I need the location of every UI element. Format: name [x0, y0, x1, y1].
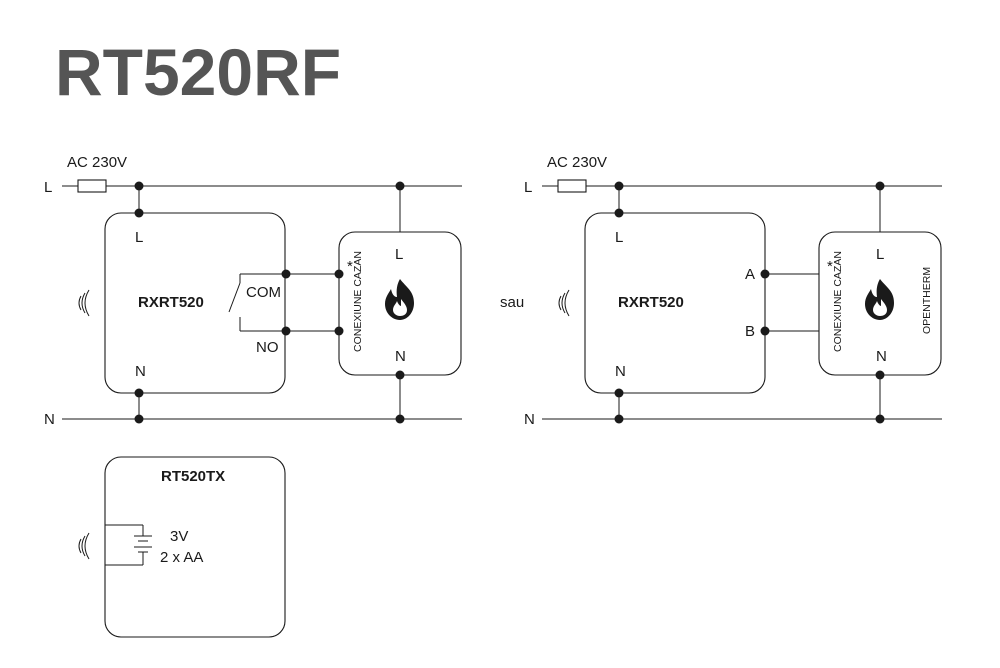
transmitter-name: RT520TX	[161, 468, 225, 485]
battery-icon	[105, 524, 152, 566]
wireless-signal-icon	[78, 532, 90, 560]
separator-text: sau	[500, 294, 524, 311]
contact-com-label: COM	[246, 284, 281, 301]
boiler-asterisk: *	[347, 258, 353, 275]
relay-switch-icon	[228, 273, 286, 332]
line-label: L	[44, 179, 52, 196]
page-title: RT520RF	[55, 35, 341, 109]
receiver-box	[104, 212, 286, 394]
transmitter: RT520TX 3V 2 x AA	[78, 456, 286, 638]
fuse-icon	[557, 179, 587, 193]
neutral-label: N	[44, 411, 55, 428]
supply-label: AC 230V	[547, 154, 607, 171]
receiver-terminal-n: N	[135, 363, 146, 380]
right-circuit: L N AC 230V RXRT520 L N A B L N CONEXIUN…	[524, 154, 942, 428]
boiler-terminal-n: N	[395, 348, 406, 365]
transmitter-box	[104, 456, 286, 638]
battery-voltage: 3V	[170, 528, 188, 545]
battery-type: 2 x AA	[160, 549, 203, 566]
neutral-label: N	[524, 411, 535, 428]
receiver-terminal-b: B	[745, 323, 755, 340]
line-label: L	[524, 179, 532, 196]
receiver-name: RXRT520	[138, 294, 204, 311]
receiver-terminal-l: L	[135, 229, 143, 246]
boiler-connection-label: CONEXIUNE CAZAN	[832, 251, 844, 352]
boiler-connection-label: CONEXIUNE CAZAN	[352, 251, 364, 352]
receiver-terminal-n: N	[615, 363, 626, 380]
boiler-asterisk: *	[827, 258, 833, 275]
receiver-terminal-a: A	[745, 266, 755, 283]
receiver-name: RXRT520	[618, 294, 684, 311]
wireless-signal-icon	[78, 289, 90, 317]
opentherm-label: OPENTHERM	[921, 267, 933, 334]
left-circuit: L N AC 230V RXRT520 L N COM NO	[44, 154, 462, 428]
contact-no-label: NO	[256, 339, 279, 356]
supply-label: AC 230V	[67, 154, 127, 171]
receiver-box	[584, 212, 766, 394]
boiler-terminal-l: L	[876, 246, 884, 263]
boiler-terminal-l: L	[395, 246, 403, 263]
receiver-terminal-l: L	[615, 229, 623, 246]
fuse-icon	[77, 179, 107, 193]
boiler-terminal-n: N	[876, 348, 887, 365]
wireless-signal-icon	[558, 289, 570, 317]
